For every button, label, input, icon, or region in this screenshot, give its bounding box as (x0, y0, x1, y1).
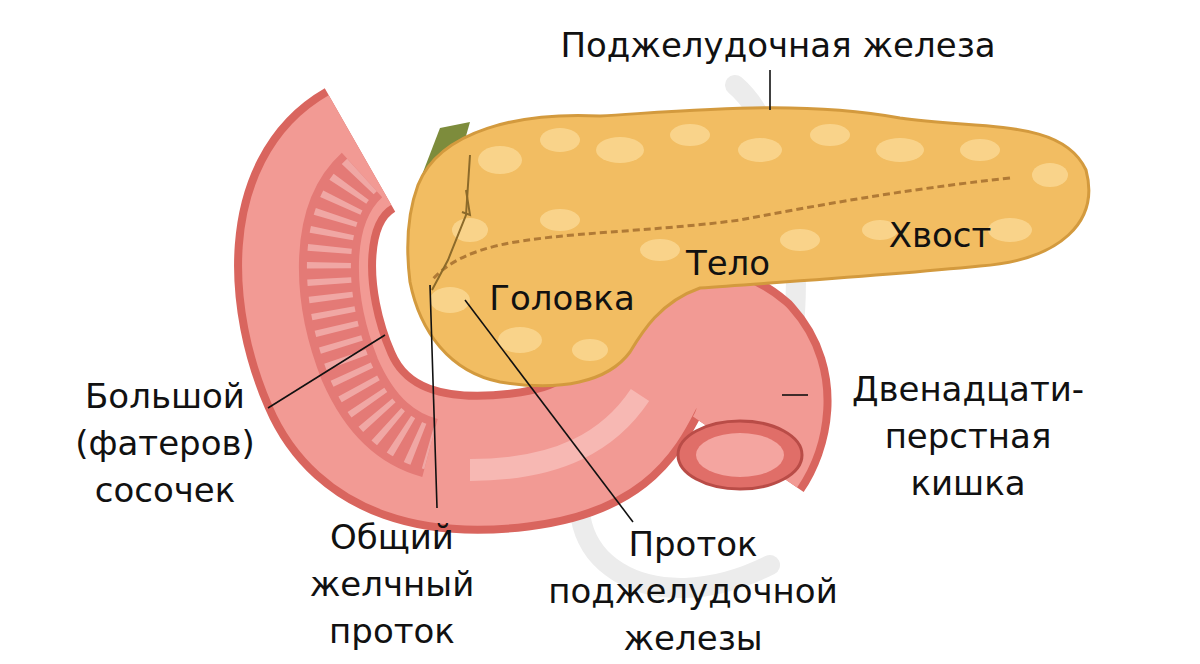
duodenum-opening (678, 421, 802, 489)
part-label: Тело (686, 240, 770, 287)
leader-lines (268, 70, 808, 522)
part-label: Проток поджелудочной железы (548, 521, 837, 662)
pancreas-lobules (430, 124, 1068, 361)
part-label: Поджелудочная железа (560, 22, 995, 69)
part-label: Головка (489, 275, 634, 322)
duodenum-lumen (696, 433, 784, 477)
part-label: Большой (фатеров) сосочек (75, 373, 255, 514)
part-label: Хвост (889, 212, 992, 259)
part-label: Двенадцати- перстная кишка (852, 366, 1084, 507)
duct-arrow (462, 190, 470, 215)
part-label: Общий желчный проток (310, 514, 475, 655)
pancreas (408, 108, 1089, 386)
bile-duct (432, 155, 470, 290)
